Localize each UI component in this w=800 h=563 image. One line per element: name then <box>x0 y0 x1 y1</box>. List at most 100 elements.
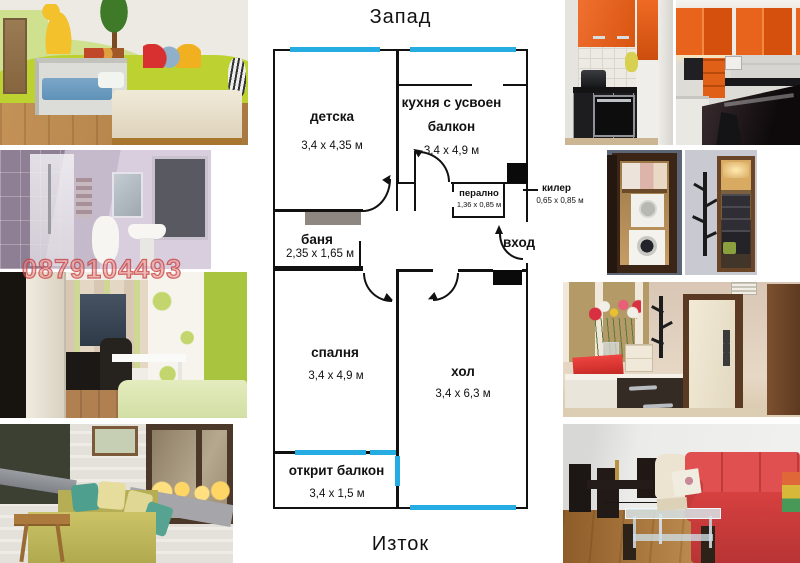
chrome-leg <box>633 516 636 548</box>
coffee-machine <box>684 58 703 80</box>
coat-rack <box>703 172 707 256</box>
floor-plan: детска 3,4 х 4,35 м кухня с усвоен балко… <box>273 47 535 510</box>
washer-door <box>637 236 657 256</box>
oven <box>593 95 635 137</box>
photo-childrens-room <box>0 0 248 145</box>
dining-chair <box>569 464 591 512</box>
room-label-kiler: килер <box>542 183 572 194</box>
room-label-kitchen: кухня с усвоен балкон <box>401 95 502 134</box>
orange-upper-cabinet <box>637 0 659 60</box>
oven-mitt <box>625 52 638 72</box>
room-size-bedroom: 3,4 х 4,9 м <box>308 370 364 382</box>
wall-segment <box>522 269 528 272</box>
photo-laundry-closet <box>607 150 682 275</box>
back-wall <box>731 55 800 81</box>
window-marker <box>410 505 516 510</box>
dining-chair <box>637 458 657 498</box>
wall-segment <box>452 216 505 218</box>
watermark-phone: 0879104493 <box>21 253 183 284</box>
bedroom-window <box>80 294 126 346</box>
photo-bathroom <box>0 150 211 269</box>
photo-kitchen-table <box>676 0 800 145</box>
room-label-balcony: открит балкон <box>288 463 385 478</box>
palm-decal <box>90 0 138 48</box>
room-door <box>3 18 27 94</box>
photo-storage-closet <box>685 150 757 275</box>
room-label-detska: детска <box>309 109 355 124</box>
compass-west-label: Запад <box>369 6 432 28</box>
countertop <box>573 87 637 93</box>
wall-segment <box>452 182 454 192</box>
shaft <box>507 163 528 183</box>
single-bed <box>112 90 242 145</box>
wall-segment <box>275 266 363 271</box>
door-locks <box>723 330 730 366</box>
kiler-callout-line <box>523 189 538 191</box>
tulips <box>589 296 641 326</box>
sink <box>128 224 166 239</box>
folding-table <box>14 514 70 524</box>
orange-drawers <box>703 58 725 98</box>
zebra-decal <box>228 58 246 98</box>
entrance-arrow <box>495 225 503 234</box>
open-door <box>607 155 617 273</box>
chrome-leg <box>709 516 712 548</box>
green-bin <box>723 242 736 254</box>
wall-column <box>658 0 673 145</box>
room-size-detska: 3,4 х 4,35 м <box>301 140 363 152</box>
room-label-bath: баня <box>301 232 333 247</box>
wall-segment <box>396 269 399 507</box>
wall-segment <box>397 269 433 272</box>
photo-kitchen-oven <box>565 0 673 145</box>
bed <box>118 380 247 418</box>
cabinet-handle <box>617 36 629 39</box>
desk <box>112 354 186 362</box>
wall-segment <box>452 207 454 218</box>
tissue-box <box>656 496 688 512</box>
shower <box>30 154 74 266</box>
candlestick <box>615 460 619 480</box>
dining-table <box>587 480 653 489</box>
plush-toys <box>84 48 124 60</box>
toaster <box>581 70 606 87</box>
cushion <box>96 480 127 511</box>
window-marker <box>410 47 516 52</box>
wall-segment <box>451 182 528 184</box>
room-size-laundry: 1,36 х 0,85 м <box>456 200 502 209</box>
wall-segment <box>275 209 363 212</box>
wall-segment <box>503 182 505 218</box>
print-pillow <box>671 468 702 497</box>
window-marker <box>290 47 380 52</box>
compass-east-label: Изток <box>371 533 430 555</box>
corner-shelf <box>76 178 92 218</box>
coffee-table-post <box>701 526 715 563</box>
toilet <box>92 216 119 264</box>
dryer-door <box>639 200 657 218</box>
mini-drawers <box>625 344 653 372</box>
red-sofa-back <box>685 452 800 498</box>
desk-leg <box>178 362 182 390</box>
bath-vanity <box>305 212 361 225</box>
wall-segment <box>458 269 493 272</box>
cabinet-handle <box>593 36 605 39</box>
oven-handle <box>597 99 631 102</box>
orange-upper-cabinet <box>578 0 635 50</box>
storage-boxes <box>622 163 667 189</box>
photo-balcony <box>0 424 233 563</box>
cream-wardrobe <box>26 272 66 418</box>
room-size-livingroom: 3,4 х 6,3 м <box>435 388 491 400</box>
room-size-kitchen: 3,4 х 4,9 м <box>423 145 480 157</box>
wall-segment <box>396 182 398 211</box>
window-bar <box>196 424 202 524</box>
tile-floor <box>563 408 800 417</box>
countertop <box>725 78 800 86</box>
cushion <box>70 482 101 513</box>
entrance-label: вход <box>503 235 536 250</box>
dresser-top <box>565 374 691 380</box>
wall-segment <box>503 84 528 86</box>
orange-cabinets <box>676 8 800 55</box>
air-vent <box>731 282 757 295</box>
room-label-livingroom: хол <box>451 364 475 379</box>
wall-segment <box>359 241 361 268</box>
